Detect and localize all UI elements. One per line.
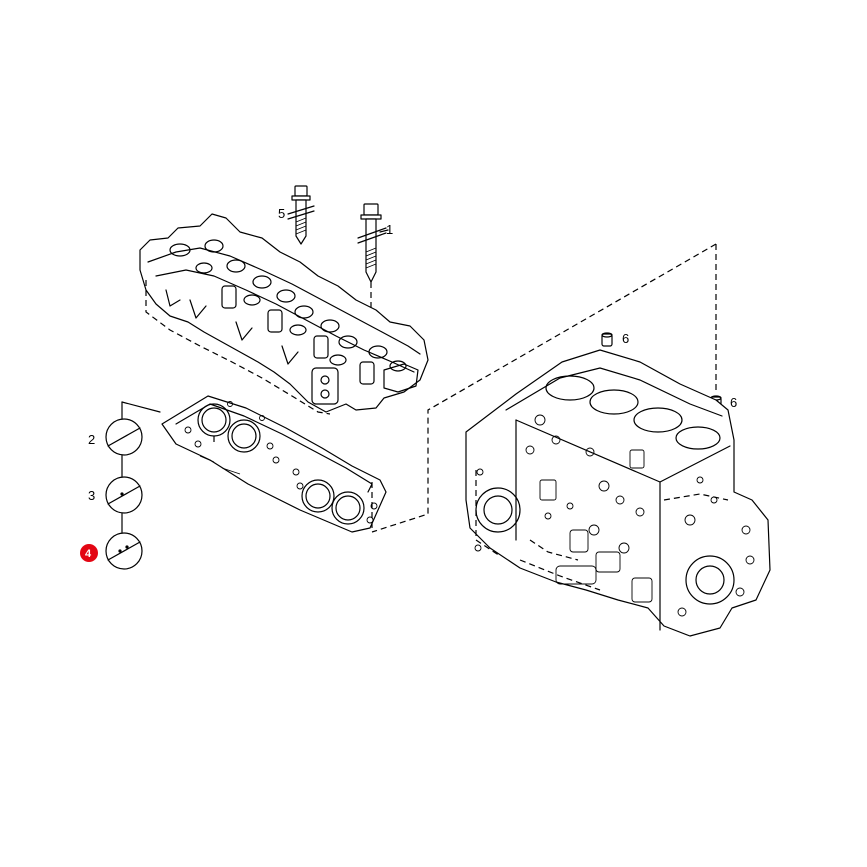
head-bolt-5[interactable]	[287, 185, 315, 245]
dowel-pin-6-left[interactable]	[601, 332, 613, 347]
engine-block[interactable]	[465, 349, 771, 637]
callout-6-right[interactable]: 6	[730, 395, 737, 410]
callout-4[interactable]: 4	[85, 548, 92, 560]
callout-5[interactable]: 5	[278, 206, 285, 221]
callout-2[interactable]: 2	[88, 432, 95, 447]
head-bolt-1[interactable]	[357, 203, 389, 308]
head-gasket[interactable]	[161, 395, 387, 533]
callout-4-badge[interactable]: 4	[80, 544, 98, 562]
cylinder-head[interactable]	[139, 213, 429, 415]
callout-6-left[interactable]: 6	[622, 331, 629, 346]
gasket-variant-2[interactable]	[105, 418, 143, 456]
gasket-variants-bracket	[121, 401, 161, 535]
callout-3[interactable]: 3	[88, 488, 95, 503]
callout-1[interactable]: 1	[386, 222, 393, 237]
assembly-path-lines	[371, 243, 717, 533]
gasket-variant-3[interactable]	[105, 476, 143, 514]
gasket-variant-4[interactable]	[105, 532, 143, 570]
